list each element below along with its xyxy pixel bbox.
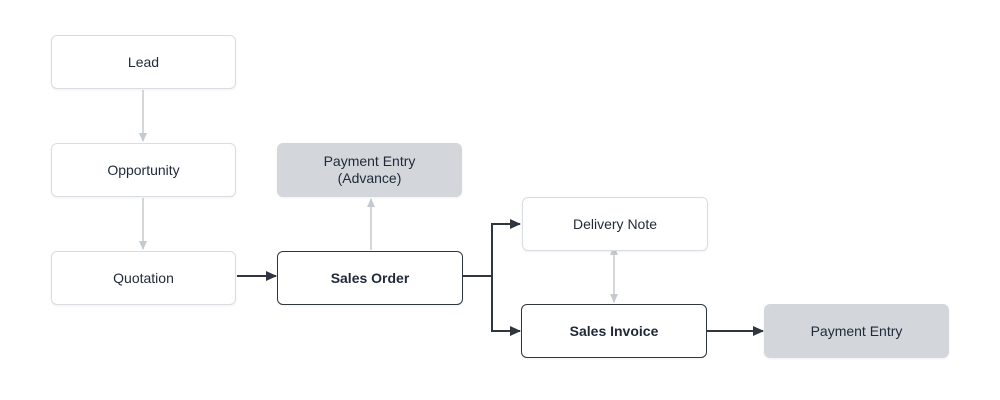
node-sales-invoice[interactable]: Sales Invoice xyxy=(521,304,707,358)
node-payment-entry-advance[interactable]: Payment Entry (Advance) xyxy=(277,143,462,197)
node-delivery-note-label: Delivery Note xyxy=(572,215,658,232)
node-payment-entry[interactable]: Payment Entry xyxy=(764,304,949,358)
arrow-sales-order-to-sales-invoice xyxy=(491,276,521,336)
node-quotation-label: Quotation xyxy=(113,269,174,286)
arrow-sales-order-to-delivery-note xyxy=(463,219,521,277)
node-sales-invoice-label: Sales Invoice xyxy=(569,322,659,339)
node-sales-order[interactable]: Sales Order xyxy=(277,251,463,305)
node-payment-entry-advance-label: Payment Entry (Advance) xyxy=(323,153,416,186)
node-payment-entry-label: Payment Entry xyxy=(810,322,903,339)
node-opportunity-label: Opportunity xyxy=(107,161,180,178)
node-opportunity[interactable]: Opportunity xyxy=(51,143,236,197)
node-lead-label: Lead xyxy=(127,53,160,70)
node-lead[interactable]: Lead xyxy=(51,35,236,89)
node-sales-order-label: Sales Order xyxy=(330,269,410,286)
node-quotation[interactable]: Quotation xyxy=(51,251,236,305)
node-delivery-note[interactable]: Delivery Note xyxy=(522,197,708,251)
